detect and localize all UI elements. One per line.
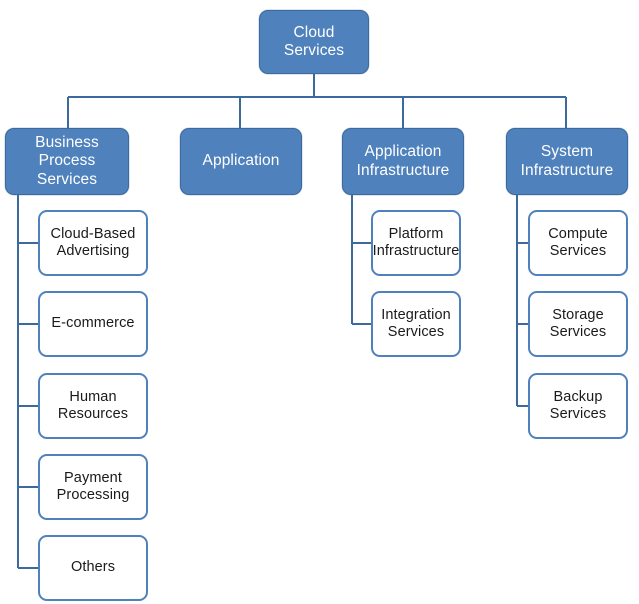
- node-label: Backup Services: [549, 388, 607, 422]
- node-application[interactable]: Application: [180, 128, 302, 195]
- node-human-resources[interactable]: Human Resources: [38, 373, 148, 439]
- node-payment-processing[interactable]: Payment Processing: [38, 454, 148, 520]
- node-label: E-commerce: [51, 315, 135, 332]
- node-label: Integration Services: [381, 306, 451, 340]
- node-compute-services[interactable]: Compute Services: [528, 210, 628, 276]
- node-integration-services[interactable]: Integration Services: [371, 291, 461, 357]
- node-label: Storage Services: [549, 306, 607, 340]
- node-label: Compute Services: [548, 225, 608, 259]
- node-label: Cloud Services: [283, 23, 345, 59]
- node-label: Cloud-Based Advertising: [50, 225, 136, 259]
- node-label: Others: [70, 559, 116, 576]
- node-label: Business Process Services: [35, 134, 99, 188]
- node-label: Human Resources: [57, 388, 129, 422]
- node-storage-services[interactable]: Storage Services: [528, 291, 628, 357]
- node-label: System Infrastructure: [520, 143, 614, 179]
- node-e-commerce[interactable]: E-commerce: [38, 291, 148, 357]
- node-system-infrastructure[interactable]: System Infrastructure: [506, 128, 628, 195]
- node-label: Platform Infrastructure: [372, 225, 460, 259]
- node-label: Application: [202, 152, 280, 170]
- node-label: Application Infrastructure: [356, 143, 450, 179]
- node-cloud-services[interactable]: Cloud Services: [259, 10, 369, 74]
- node-platform-infrastructure[interactable]: Platform Infrastructure: [371, 210, 461, 276]
- node-business-process-services[interactable]: Business Process Services: [5, 128, 129, 195]
- node-others[interactable]: Others: [38, 535, 148, 601]
- node-application-infrastructure[interactable]: Application Infrastructure: [342, 128, 464, 195]
- node-backup-services[interactable]: Backup Services: [528, 373, 628, 439]
- node-label: Payment Processing: [56, 469, 130, 503]
- node-cloud-based-advertising[interactable]: Cloud-Based Advertising: [38, 210, 148, 276]
